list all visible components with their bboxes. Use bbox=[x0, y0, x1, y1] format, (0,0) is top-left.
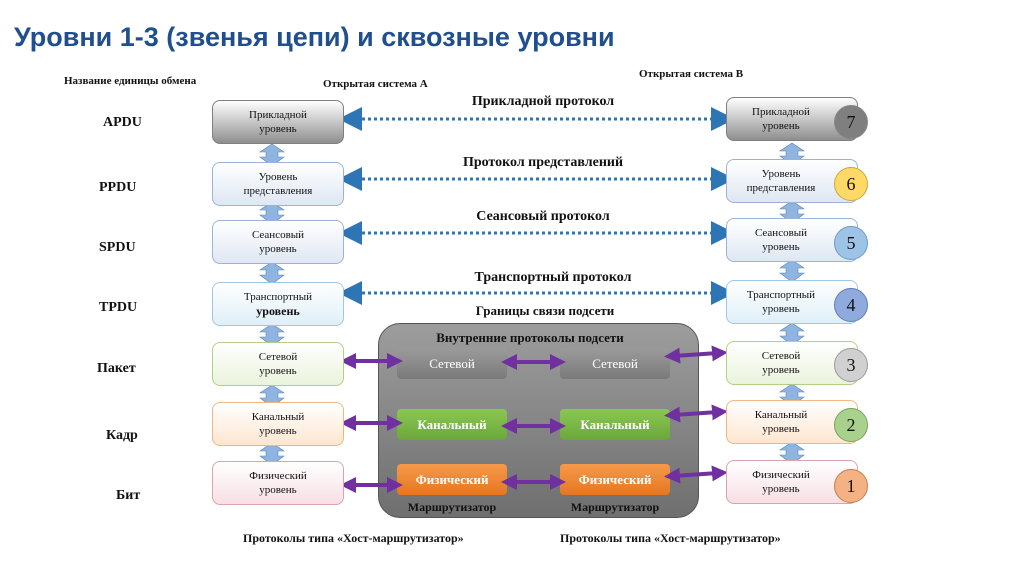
layer-number-3: 3 bbox=[834, 348, 868, 382]
system-b-header: Открытая система В bbox=[639, 68, 744, 80]
router-a-physical: Физический bbox=[397, 464, 507, 495]
pdu-packet: Пакет bbox=[97, 361, 136, 376]
layer-number-2: 2 bbox=[834, 408, 868, 442]
layer-number-6: 6 bbox=[834, 167, 868, 201]
arrow-b-physical bbox=[664, 465, 728, 484]
protocol-session: Сеансовый протокол bbox=[476, 209, 610, 224]
router-b-network: Сетевой bbox=[560, 348, 670, 379]
arrow-b-network bbox=[664, 345, 728, 364]
layer-number-4: 4 bbox=[834, 288, 868, 322]
subnet-inner-label: Внутренние протоколы подсети bbox=[436, 330, 624, 345]
pdu-frame: Кадр bbox=[106, 428, 138, 443]
router-b-label: Маршрутизатор bbox=[570, 500, 660, 514]
arrow-b-datalink bbox=[664, 404, 728, 423]
protocol-application: Прикладной протокол bbox=[471, 94, 615, 109]
pdu-spdu: SPDU bbox=[99, 240, 136, 255]
units-header: Название единицы обмена bbox=[64, 75, 197, 87]
system-a-header: Открытая система А bbox=[323, 78, 428, 90]
vertical-arrows-a bbox=[259, 143, 285, 466]
pdu-apdu: APDU bbox=[103, 115, 142, 130]
layer-number-5: 5 bbox=[834, 226, 868, 260]
router-b-physical: Физический bbox=[560, 464, 670, 495]
vertical-arrows-b bbox=[779, 142, 805, 465]
page-title: Уровни 1-3 (звенья цепи) и сквозные уров… bbox=[14, 22, 615, 52]
router-a-network: Сетевой bbox=[397, 348, 507, 379]
protocol-presentation: Протокол представлений bbox=[462, 155, 624, 170]
pdu-tpdu: TPDU bbox=[99, 300, 138, 315]
bottom-label-right: Протоколы типа «Хост-маршрутизатор» bbox=[560, 531, 781, 545]
pdu-ppdu: PPDU bbox=[99, 180, 137, 195]
pdu-bit: Бит bbox=[116, 488, 141, 503]
router-a-label: Маршрутизатор bbox=[407, 500, 497, 514]
router-a-datalink: Канальный bbox=[397, 409, 507, 440]
router-b-datalink: Канальный bbox=[560, 409, 670, 440]
layer-number-1: 1 bbox=[834, 469, 868, 503]
subnet-boundary-label: Границы связи подсети bbox=[475, 303, 615, 318]
layer-number-7: 7 bbox=[834, 105, 868, 139]
bottom-label-left: Протоколы типа «Хост-маршрутизатор» bbox=[243, 531, 464, 545]
